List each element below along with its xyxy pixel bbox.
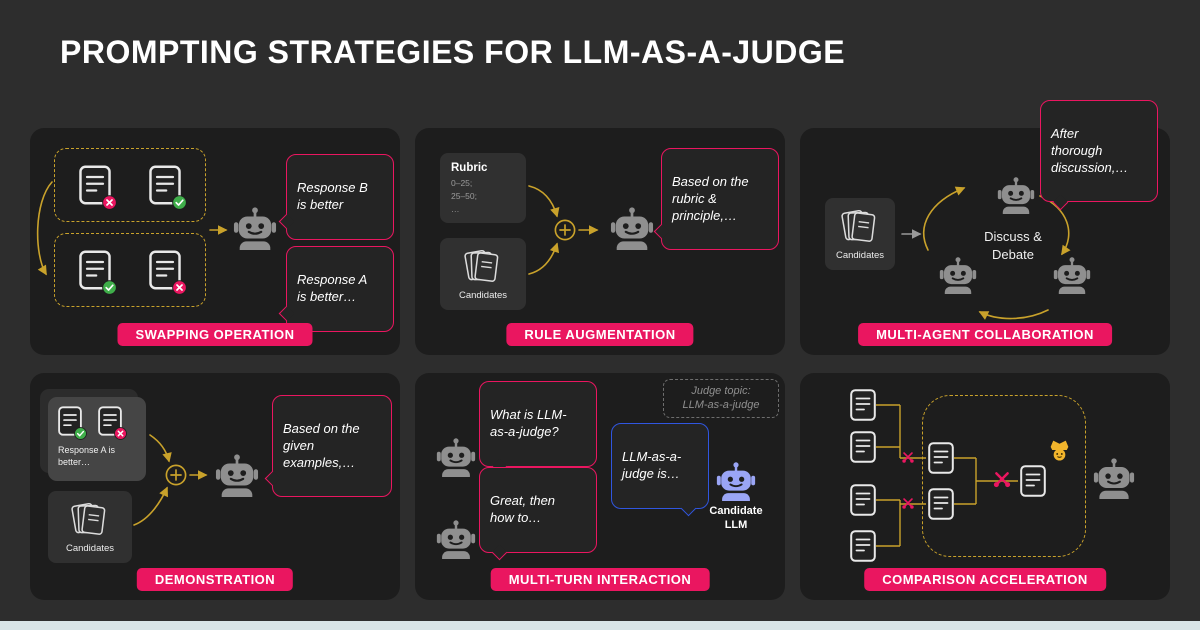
question-bubble: What is LLM- as-a-judge? <box>479 381 597 475</box>
example-caption: Response A is better… <box>58 445 116 468</box>
document-icon <box>928 442 954 474</box>
document-icon <box>850 530 876 562</box>
scissors-cut-icon <box>901 496 915 510</box>
answer-text: LLM-as-a- judge is… <box>622 448 682 481</box>
verdict-bubble-response-a: Response A is better… <box>278 246 394 332</box>
response-pair-order-1 <box>54 148 206 222</box>
merge-plus-icon <box>165 464 187 486</box>
candidates-box: Candidates <box>825 198 895 270</box>
bubble-tail <box>653 224 669 240</box>
response-document <box>98 406 122 436</box>
scissors-cut-icon <box>901 450 915 464</box>
document-stack-icon <box>838 207 882 247</box>
verdict-text: Based on the rubric & principle,… <box>672 173 749 223</box>
agent-robot-icon <box>996 176 1036 214</box>
response-document <box>79 165 111 205</box>
bubble-tail <box>1052 194 1069 211</box>
rubric-box: Rubric 0–25; 25–50; … <box>440 153 526 223</box>
cross-badge-icon <box>172 280 187 295</box>
candidates-box: Candidates <box>48 491 132 563</box>
judge-robot-icon <box>609 206 655 250</box>
document-icon <box>850 431 876 463</box>
panel-label-demonstration: DEMONSTRATION <box>136 568 294 591</box>
check-badge-icon <box>74 427 87 440</box>
document-stack-icon <box>461 247 505 287</box>
followup-text: Great, then how to… <box>490 492 556 525</box>
response-document <box>79 250 111 290</box>
verdict-text: Based on the given examples,… <box>283 420 360 470</box>
panel-label-multi-turn-interaction: MULTI-TURN INTERACTION <box>490 568 710 591</box>
verdict-text: Response A is better… <box>297 271 368 304</box>
candidate-llm-label: Candidate LLM <box>709 505 763 531</box>
judge-robot-icon <box>435 519 477 559</box>
document-icon <box>1020 465 1046 497</box>
panel-rule-augmentation: Rubric 0–25; 25–50; … Candidates Based o… <box>415 128 785 355</box>
verdict-text: Response B is better <box>297 179 368 212</box>
verdict-bubble-rubric: Based on the rubric & principle,… <box>653 148 779 251</box>
response-pair-order-2 <box>54 233 206 307</box>
document-icon <box>850 389 876 421</box>
verdict-bubble-discussion: After thorough discussion,… <box>1040 100 1158 211</box>
response-document <box>149 250 181 290</box>
panel-comparison-acceleration: COMPARISON ACCELERATION <box>800 373 1170 600</box>
verdict-bubble-response-b: Response B is better <box>278 154 394 240</box>
panel-label-rule-augmentation: RULE AUGMENTATION <box>506 323 694 346</box>
winner-crown-icon <box>1047 437 1072 462</box>
response-document <box>58 406 82 436</box>
panel-label-multi-agent-collaboration: MULTI-AGENT COLLABORATION <box>858 323 1112 346</box>
candidate-robot-icon <box>715 461 757 501</box>
candidates-label: Candidates <box>835 250 885 261</box>
candidates-label: Candidates <box>458 290 508 301</box>
candidates-box: Candidates <box>440 238 526 310</box>
document-icon <box>928 488 954 520</box>
check-badge-icon <box>102 280 117 295</box>
bubble-tail <box>264 471 280 487</box>
panel-label-swapping-operation: SWAPPING OPERATION <box>117 323 313 346</box>
example-card: Response A is better… <box>48 397 146 481</box>
bubble-tail <box>278 305 294 321</box>
followup-bubble: Great, then how to… <box>479 467 597 561</box>
check-badge-icon <box>172 195 187 210</box>
panel-demonstration: Response A is better… Candidates Based o… <box>30 373 400 600</box>
document-icon <box>850 484 876 516</box>
verdict-text: After thorough discussion,… <box>1051 125 1129 175</box>
pruned-bracket-region <box>922 395 1086 557</box>
response-document <box>149 165 181 205</box>
cross-badge-icon <box>102 195 117 210</box>
debate-caption: Discuss & Debate <box>984 229 1042 263</box>
judge-topic-note: Judge topic: LLM-as-a-judge <box>663 379 779 418</box>
scissors-cut-icon <box>992 469 1012 489</box>
judge-robot-icon <box>214 453 260 497</box>
cross-badge-icon <box>114 427 127 440</box>
judge-robot-icon <box>232 206 278 250</box>
bubble-tail <box>278 213 294 229</box>
verdict-bubble-examples: Based on the given examples,… <box>264 395 392 498</box>
page-title: PROMPTING STRATEGIES FOR LLM-AS-A-JUDGE <box>60 34 846 70</box>
bubble-tail <box>491 544 508 561</box>
answer-bubble: LLM-as-a- judge is… <box>611 423 709 517</box>
document-stack-icon <box>68 500 112 540</box>
example-documents <box>58 406 136 436</box>
panel-swapping-operation: Response B is better Response A is bette… <box>30 128 400 355</box>
merge-plus-icon <box>554 219 576 241</box>
panel-multi-turn-interaction: What is LLM- as-a-judge? Great, then how… <box>415 373 785 600</box>
panel-multi-agent-collaboration: Candidates Discuss & Debate After thorou… <box>800 100 1170 355</box>
rubric-body: 0–25; 25–50; … <box>451 178 477 215</box>
bubble-tail <box>680 500 697 517</box>
panel-label-comparison-acceleration: COMPARISON ACCELERATION <box>864 568 1106 591</box>
candidates-label: Candidates <box>65 543 115 554</box>
rubric-title: Rubric <box>451 162 488 174</box>
question-text: What is LLM- as-a-judge? <box>490 406 567 439</box>
footer-strip <box>0 621 1200 630</box>
judge-robot-icon <box>435 437 477 477</box>
judge-robot-icon <box>1092 457 1136 499</box>
